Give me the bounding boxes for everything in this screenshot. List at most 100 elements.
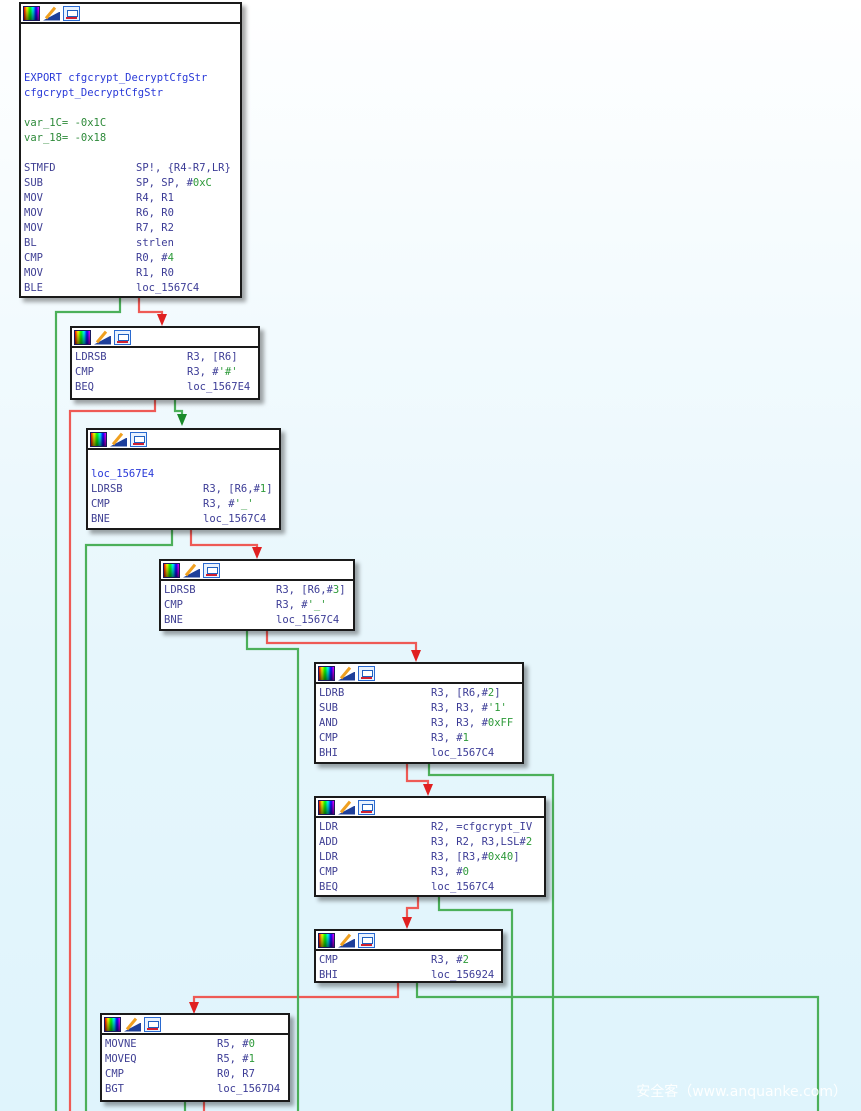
operand[interactable]: SP, SP, #0xC bbox=[136, 177, 212, 189]
palette-icon[interactable] bbox=[318, 665, 335, 681]
operand[interactable]: R6, R0 bbox=[136, 207, 174, 219]
rename-icon[interactable] bbox=[338, 800, 355, 815]
operand[interactable]: R4, R1 bbox=[136, 192, 174, 204]
operand[interactable]: loc_1567E4 bbox=[187, 381, 251, 393]
operand[interactable]: loc_1567D4 bbox=[217, 1083, 281, 1095]
operand[interactable]: loc_1567C4 bbox=[136, 282, 200, 294]
graph-icon[interactable] bbox=[358, 932, 375, 948]
operand[interactable]: loc_1567C4 bbox=[276, 614, 340, 626]
operand[interactable]: R3, #'_' bbox=[276, 599, 327, 611]
operand[interactable]: SP!, {R4-R7,LR} bbox=[136, 162, 231, 174]
operand[interactable]: R3, [R6] bbox=[187, 351, 238, 363]
graph-icon[interactable] bbox=[358, 799, 375, 815]
operand[interactable]: R3, #1 bbox=[431, 732, 469, 744]
operand[interactable]: loc_1567C4 bbox=[431, 881, 495, 893]
operand[interactable]: R3, [R6,#2] bbox=[431, 687, 501, 699]
graph-icon[interactable] bbox=[114, 329, 131, 345]
operand[interactable]: loc_1567C4 bbox=[203, 513, 267, 525]
palette-icon[interactable] bbox=[163, 562, 180, 578]
palette-icon[interactable] bbox=[90, 431, 107, 447]
palette-icon[interactable] bbox=[74, 329, 91, 345]
operand[interactable]: R3, #'_' bbox=[203, 498, 254, 510]
palette-icon[interactable] bbox=[318, 799, 335, 815]
operand[interactable]: R3, [R6,#3] bbox=[276, 584, 346, 596]
rename-icon[interactable] bbox=[94, 330, 111, 345]
operand[interactable]: R3, R2, R3,LSL#2 bbox=[431, 836, 533, 848]
graph-icon[interactable] bbox=[203, 562, 220, 578]
operand[interactable]: strlen bbox=[136, 237, 174, 249]
operand[interactable]: R0, #4 bbox=[136, 252, 174, 264]
operand[interactable]: R3, #0 bbox=[431, 866, 469, 878]
palette-icon[interactable] bbox=[23, 5, 40, 21]
rename-icon[interactable] bbox=[338, 666, 355, 681]
operand[interactable]: R5, #0 bbox=[217, 1038, 255, 1050]
operand[interactable]: loc_156924 bbox=[431, 969, 495, 981]
operand[interactable]: R2, =cfgcrypt_IV bbox=[431, 821, 533, 833]
rename-icon[interactable] bbox=[43, 6, 60, 21]
operand[interactable]: R3, R3, #0xFF bbox=[431, 717, 514, 729]
operand[interactable]: loc_1567C4 bbox=[431, 747, 495, 759]
rename-icon[interactable] bbox=[124, 1017, 141, 1032]
operand[interactable]: R3, [R6,#1] bbox=[203, 483, 273, 495]
graph-icon[interactable] bbox=[144, 1016, 161, 1032]
basic-block-entry[interactable]: EXPORT cfgcrypt_DecryptCfgStr cfgcrypt_D… bbox=[19, 2, 242, 298]
operand[interactable]: R0, R7 bbox=[217, 1068, 255, 1080]
palette-icon[interactable] bbox=[318, 932, 335, 948]
graph-icon[interactable] bbox=[358, 665, 375, 681]
operand[interactable]: R3, [R3,#0x40] bbox=[431, 851, 520, 863]
operand[interactable]: R3, R3, #'1' bbox=[431, 702, 507, 714]
operand[interactable]: R1, R0 bbox=[136, 267, 174, 279]
graph-icon[interactable] bbox=[63, 5, 80, 21]
operand[interactable]: R7, R2 bbox=[136, 222, 174, 234]
rename-icon[interactable] bbox=[338, 933, 355, 948]
graph-icon[interactable] bbox=[130, 431, 147, 447]
rename-icon[interactable] bbox=[183, 563, 200, 578]
operand[interactable]: R5, #1 bbox=[217, 1053, 255, 1065]
operand[interactable]: R3, #'#' bbox=[187, 366, 238, 378]
rename-icon[interactable] bbox=[110, 432, 127, 447]
palette-icon[interactable] bbox=[104, 1016, 121, 1032]
operand[interactable]: R3, #2 bbox=[431, 954, 469, 966]
